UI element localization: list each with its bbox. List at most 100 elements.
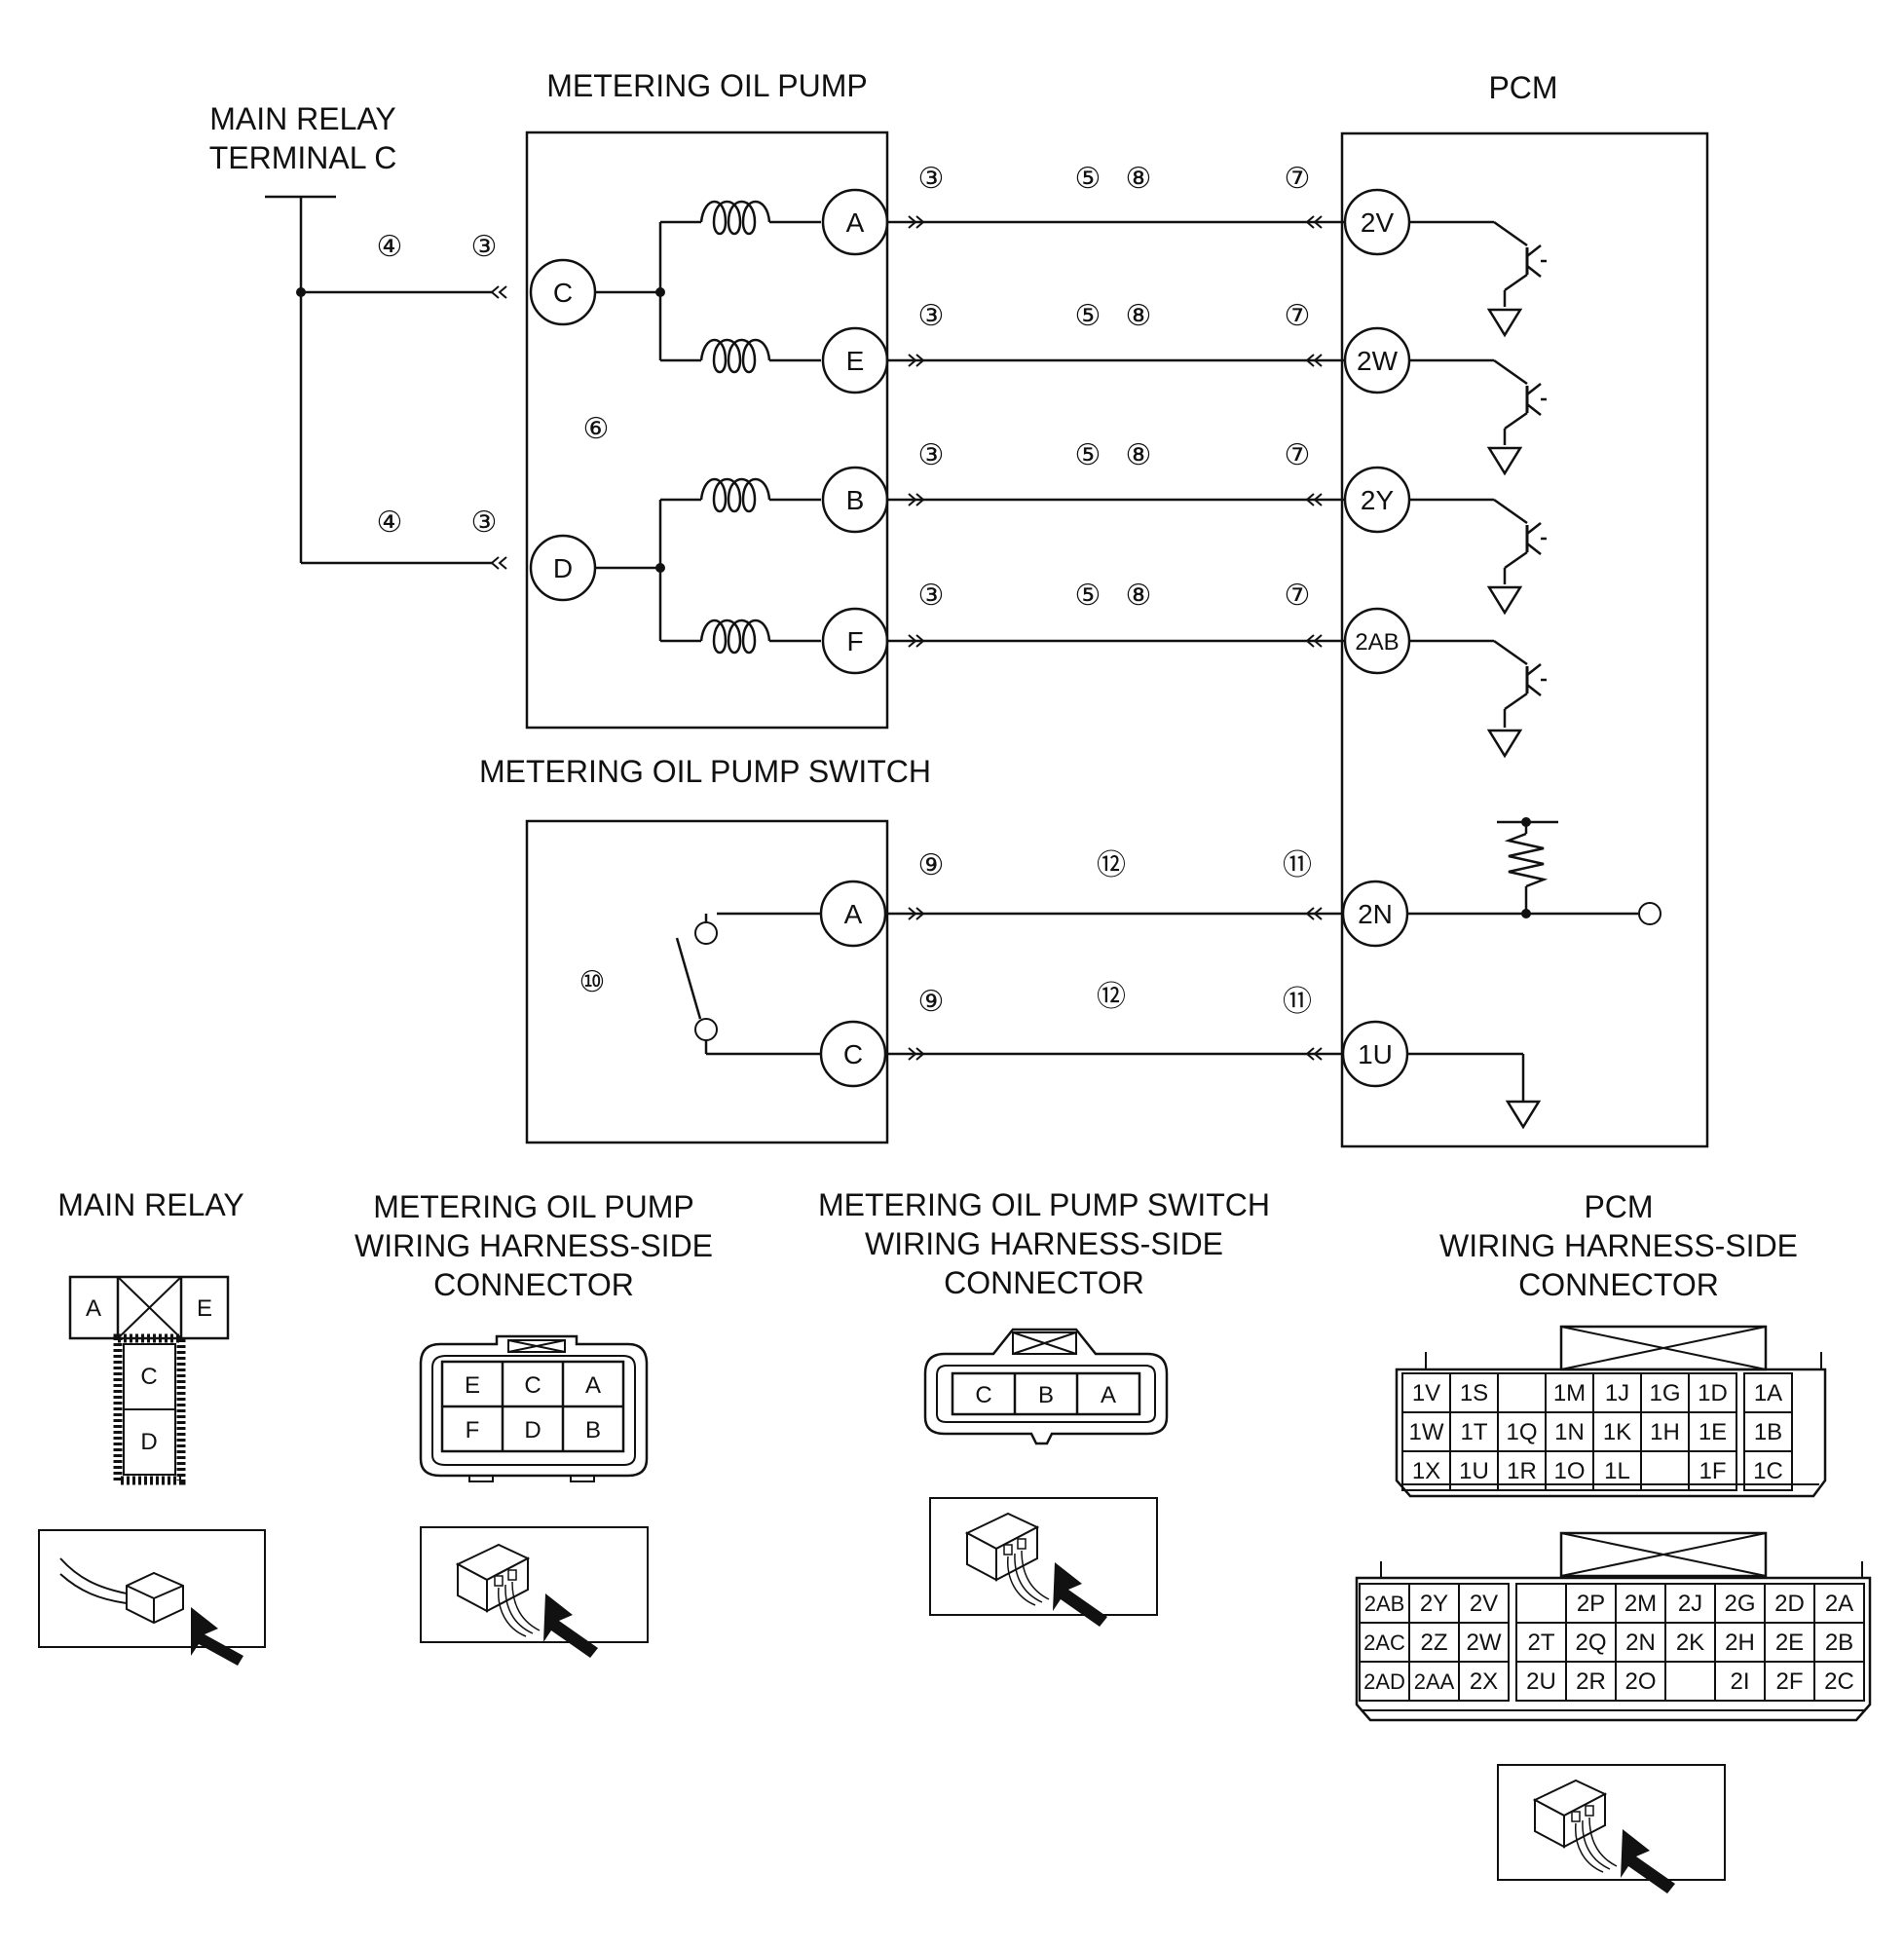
main-relay-heading-line1: MAIN RELAY — [209, 101, 395, 136]
pcm-pin-label: 2N — [1625, 1630, 1656, 1656]
pcm-pin-label: 1N — [1554, 1419, 1585, 1445]
pcm-pin-label: 2G — [1724, 1591, 1755, 1617]
pcm-1u-ground — [1407, 1052, 1541, 1129]
pcm-pin-label: 1S — [1460, 1380, 1488, 1406]
pcm-pin-label: 2X — [1470, 1668, 1498, 1695]
svg-text:E: E — [197, 1295, 212, 1322]
svg-text:C: C — [524, 1372, 541, 1399]
svg-text:④: ④ — [377, 506, 403, 539]
pcm-connector-lower-frame — [1355, 1531, 1872, 1722]
pcm-pin-label: 1V — [1412, 1380, 1440, 1406]
pcm-pin-label: 1T — [1460, 1419, 1487, 1445]
svg-text:D: D — [140, 1429, 157, 1455]
svg-text:2AB: 2AB — [1355, 629, 1399, 656]
switch-terminal-c: C — [819, 1020, 887, 1088]
pcm-pin-label: 2D — [1774, 1591, 1805, 1617]
pcm-pin-label: 1A — [1754, 1380, 1782, 1406]
svg-text:④: ④ — [377, 231, 403, 263]
pcm-pullup-circuit — [1407, 817, 1661, 925]
pcm-pin-label: 2F — [1775, 1668, 1803, 1695]
svg-text:B: B — [585, 1417, 601, 1443]
svg-text:MAIN RELAY: MAIN RELAY — [57, 1187, 243, 1222]
pcm-connector: PCM WIRING HARNESS-SIDE CONNECTOR — [1439, 1189, 1798, 1302]
svg-text:⑫: ⑫ — [1097, 981, 1126, 1013]
pump-to-pcm-wires — [887, 215, 1345, 648]
pcm-pin-label: 2R — [1576, 1668, 1606, 1695]
pcm-pin-label: 2Y — [1420, 1591, 1448, 1617]
pcm-pin-cell — [1458, 1661, 1510, 1702]
pcm-pin-label: 1G — [1649, 1380, 1680, 1406]
pcm-pin-cell — [1515, 1583, 1567, 1624]
svg-text:⑧: ⑧ — [1126, 439, 1152, 471]
pcm-pin-label: 2W — [1467, 1630, 1502, 1656]
pcm-pin-cell — [1497, 1372, 1547, 1413]
svg-text:2W: 2W — [1357, 346, 1399, 376]
svg-text:F: F — [466, 1417, 480, 1443]
pcm-pin-cell — [1664, 1661, 1716, 1702]
svg-text:⑤: ⑤ — [1075, 580, 1101, 612]
switch-to-pcm-wires — [885, 907, 1343, 1061]
svg-text:2N: 2N — [1358, 899, 1393, 929]
svg-text:⑦: ⑦ — [1285, 300, 1311, 332]
pump-terminal-e: E — [821, 326, 889, 394]
pcm-pin-label: 1F — [1699, 1458, 1726, 1484]
pcm-pin-label: 2AC — [1363, 1630, 1405, 1655]
pcm-terminal-2y: 2Y — [1343, 466, 1411, 534]
svg-text:⑪: ⑪ — [1283, 986, 1312, 1018]
metering-oil-pump-circuit — [491, 200, 821, 655]
pcm-pin-label: 2I — [1730, 1668, 1749, 1695]
svg-text:C: C — [843, 1039, 863, 1069]
pcm-pin-label: 1X — [1412, 1458, 1440, 1484]
svg-text:⑪: ⑪ — [1283, 849, 1312, 881]
pcm-pin-label: 2Q — [1575, 1630, 1606, 1656]
svg-text:⑫: ⑫ — [1097, 849, 1126, 881]
pcm-pin-label: 1K — [1603, 1419, 1631, 1445]
pcm-pin-label: 2AA — [1414, 1669, 1455, 1694]
svg-text:⑩: ⑩ — [579, 966, 606, 998]
pcm-pin-label: 1M — [1553, 1380, 1586, 1406]
metering-oil-pump-box — [525, 131, 889, 730]
pcm-pin-label: 2A — [1825, 1591, 1853, 1617]
svg-text:⑦: ⑦ — [1285, 580, 1311, 612]
svg-text:PCM: PCM — [1584, 1189, 1653, 1224]
svg-text:1U: 1U — [1358, 1039, 1393, 1069]
pcm-pin-label: 1U — [1459, 1458, 1489, 1484]
metering-oil-pump-switch-heading: METERING OIL PUMP SWITCH — [479, 754, 931, 789]
pcm-pin-label: 2O — [1624, 1668, 1656, 1695]
svg-text:C: C — [553, 278, 573, 308]
pcm-terminal-2v: 2V — [1343, 188, 1411, 256]
pcm-pin-label: 2T — [1527, 1630, 1554, 1656]
step-markers: ④ ③ ④ ③ ⑥ ③ ⑤ ⑧ ⑦ ③ ⑤ ⑧ ⑦ ③ ⑤ ⑧ ⑦ ③ ⑤ ⑧ … — [377, 163, 1312, 1018]
pcm-pin-label: 2J — [1678, 1591, 1702, 1617]
pcm-pin-cell — [1743, 1450, 1793, 1491]
svg-text:A: A — [585, 1372, 601, 1399]
pcm-pin-label: 1C — [1753, 1458, 1783, 1484]
pcm-pin-label: 1Q — [1506, 1419, 1537, 1445]
switch-connector: METERING OIL PUMP SWITCH WIRING HARNESS-… — [818, 1187, 1270, 1628]
pcm-terminal-1u: 1U — [1341, 1020, 1409, 1088]
svg-text:METERING OIL PUMP SWITCH: METERING OIL PUMP SWITCH — [818, 1187, 1270, 1222]
svg-text:③: ③ — [918, 300, 945, 332]
svg-text:D: D — [524, 1417, 541, 1443]
svg-text:F: F — [846, 626, 863, 656]
svg-text:CONNECTOR: CONNECTOR — [944, 1265, 1144, 1300]
pcm-pin-label: 1D — [1698, 1380, 1728, 1406]
svg-text:WIRING HARNESS-SIDE: WIRING HARNESS-SIDE — [865, 1226, 1223, 1261]
svg-text:C: C — [975, 1382, 991, 1408]
main-relay-connector: MAIN RELAY A E C D — [38, 1187, 266, 1666]
pcm-pin-label: 1E — [1699, 1419, 1727, 1445]
svg-text:⑧: ⑧ — [1126, 580, 1152, 612]
metering-oil-pump-switch-box — [525, 819, 889, 1144]
svg-text:⑦: ⑦ — [1285, 439, 1311, 471]
svg-text:⑤: ⑤ — [1075, 439, 1101, 471]
svg-text:E: E — [465, 1372, 480, 1399]
svg-text:⑤: ⑤ — [1075, 300, 1101, 332]
pump-connector: METERING OIL PUMP WIRING HARNESS-SIDE CO… — [355, 1189, 713, 1659]
pcm-connector-upper-frame — [1395, 1325, 1827, 1498]
pcm-pin-label: 2E — [1775, 1630, 1804, 1656]
svg-text:CONNECTOR: CONNECTOR — [1518, 1267, 1719, 1302]
pcm-connector-view-icon — [1497, 1764, 1726, 1894]
svg-text:B: B — [846, 485, 865, 515]
